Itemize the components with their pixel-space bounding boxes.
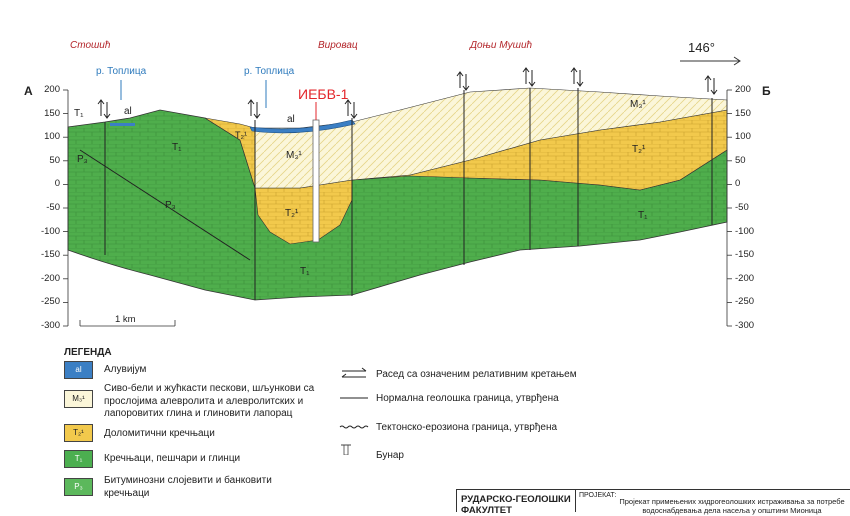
alluvium-strip bbox=[249, 119, 356, 134]
title-block-divider bbox=[575, 490, 576, 512]
left-tick-label: 100 bbox=[44, 131, 60, 143]
right-tick-label: 0 bbox=[735, 178, 741, 190]
label-al-center: al bbox=[287, 114, 295, 125]
label-t1-right: T₁ bbox=[638, 210, 648, 221]
axis-ticks bbox=[63, 89, 732, 327]
right-tick-label: 150 bbox=[735, 107, 751, 119]
label-t21-right: T₂¹ bbox=[632, 144, 646, 155]
legend-swatch-m31: M₃¹ bbox=[64, 390, 93, 408]
legend-title: ЛЕГЕНДА bbox=[64, 347, 112, 358]
legend-text-p3: Битуминозни слојевити и банковити кречња… bbox=[104, 475, 272, 499]
right-tick-label: -50 bbox=[735, 202, 749, 213]
label-p3-left: P₃ bbox=[77, 154, 88, 165]
fault-arrows bbox=[97, 67, 718, 119]
label-t1-bottom: T₁ bbox=[300, 266, 310, 277]
title-block-project-text: Пројекат примењених хидрогеолошких истра… bbox=[619, 497, 845, 515]
right-tick-label: 200 bbox=[735, 84, 751, 95]
orientation-label: 146° bbox=[688, 40, 715, 55]
right-tick-label: -100 bbox=[735, 225, 755, 237]
legend-symbols bbox=[339, 367, 369, 455]
river-label-left: р. Топлица bbox=[96, 66, 147, 77]
end-label-a: А bbox=[24, 84, 33, 98]
title-block-project-label: ПРОЈЕКАТ: bbox=[579, 492, 617, 499]
right-tick-label: 100 bbox=[735, 131, 751, 143]
legend-text-t21: Доломитични кречњаци bbox=[104, 428, 215, 439]
well-bore bbox=[312, 119, 320, 243]
left-tick-label: -200 bbox=[40, 272, 60, 284]
label-t21-center: T₂¹ bbox=[285, 208, 299, 219]
river-label-right: р. Топлица bbox=[244, 66, 295, 77]
left-tick-label: -300 bbox=[40, 320, 60, 331]
legend-swatch-t1: T₁ bbox=[64, 450, 93, 468]
village-donji-music: Доњи Мушић bbox=[470, 40, 533, 51]
title-block-org: РУДАРСКО-ГЕОЛОШКИ ФАКУЛТЕТ bbox=[461, 494, 571, 516]
village-virovac: Вировац bbox=[318, 40, 358, 51]
left-tick-label: 50 bbox=[49, 154, 60, 166]
right-tick-label: -250 bbox=[735, 296, 755, 308]
left-tick-label: -150 bbox=[40, 249, 60, 261]
left-tick-label: -100 bbox=[40, 225, 60, 237]
legend-text-m31: Сиво-бели и жућкасти пескови, шљункови с… bbox=[104, 383, 315, 419]
legend-text-t1: Кречњаци, пешчари и глинци bbox=[104, 453, 241, 464]
scale-bar bbox=[79, 320, 176, 327]
right-tick-label: -200 bbox=[735, 272, 755, 284]
label-t1-mid-top: T₁ bbox=[172, 142, 182, 153]
left-tick-label: 0 bbox=[54, 178, 60, 190]
legend-normal-boundary-text: Нормална геолошка граница, утврђена bbox=[376, 393, 559, 404]
legend-fault-text: Расед са означеним релативним кретањем bbox=[376, 369, 577, 380]
orientation-arrow bbox=[680, 56, 741, 66]
label-al-left: al bbox=[124, 106, 132, 117]
right-tick-label: -300 bbox=[735, 320, 755, 331]
label-p3-lower: P₃ bbox=[165, 200, 176, 211]
legend-swatch-p3: P₃ bbox=[64, 478, 93, 496]
river-markers bbox=[120, 80, 267, 108]
scale-label: 1 km bbox=[115, 314, 136, 325]
label-t1-left-top: T₁ bbox=[74, 108, 84, 119]
village-stosic: Стошић bbox=[70, 40, 111, 51]
fault-lines bbox=[79, 88, 713, 300]
label-m31-right: M₃¹ bbox=[630, 99, 646, 110]
legend-swatch-t21: T₂¹ bbox=[64, 424, 93, 442]
label-t21-small: T₂¹ bbox=[235, 130, 247, 140]
end-label-b: Б bbox=[762, 84, 771, 98]
left-tick-label: 150 bbox=[44, 107, 60, 119]
label-m31-center: M₃¹ bbox=[286, 150, 302, 161]
legend-text-al: Алувијум bbox=[104, 364, 147, 375]
right-tick-label: -150 bbox=[735, 249, 755, 261]
legend-swatch-al: al bbox=[64, 361, 93, 379]
left-tick-label: -250 bbox=[40, 296, 60, 308]
geologic-cross-section bbox=[63, 56, 741, 327]
well-label: ИЕБВ-1 bbox=[298, 86, 349, 102]
left-tick-label: 200 bbox=[44, 84, 60, 95]
right-tick-label: 50 bbox=[735, 154, 746, 166]
alluvium-left bbox=[110, 123, 135, 126]
left-tick-label: -50 bbox=[46, 202, 60, 213]
legend-well-text: Бунар bbox=[376, 450, 404, 461]
legend-tectonic-boundary-text: Тектонско-ерозиона граница, утврђена bbox=[376, 422, 558, 433]
title-block: РУДАРСКО-ГЕОЛОШКИ ФАКУЛТЕТ ПРОЈЕКАТ: Про… bbox=[456, 489, 850, 516]
